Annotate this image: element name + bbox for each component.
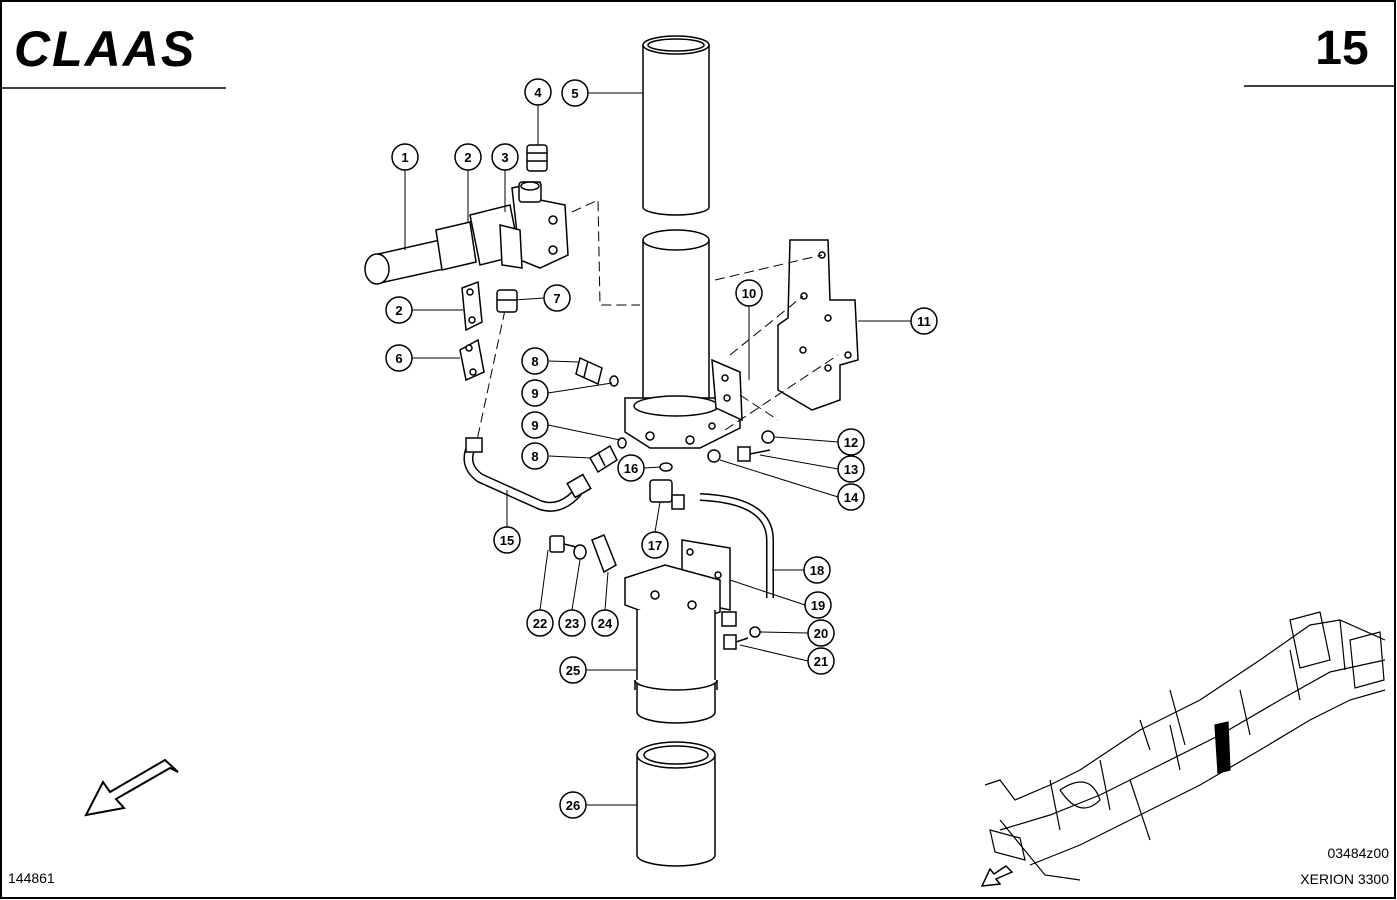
- plug-14: [707, 449, 721, 463]
- filter-26: [636, 741, 716, 867]
- svg-text:25: 25: [566, 663, 580, 678]
- sensor-17: [649, 479, 685, 510]
- svg-text:1: 1: [401, 150, 408, 165]
- svg-text:22: 22: [533, 616, 547, 631]
- callout-2[interactable]: 2: [454, 143, 482, 171]
- callout-leaders: [404, 92, 912, 806]
- svg-text:9: 9: [531, 418, 538, 433]
- svg-text:9: 9: [531, 386, 538, 401]
- svg-text:8: 8: [531, 354, 538, 369]
- callout-25[interactable]: 25: [559, 656, 587, 684]
- callout-12[interactable]: 12: [837, 428, 865, 456]
- gasket-2-lower: [461, 280, 483, 332]
- callout-10[interactable]: 10: [735, 279, 763, 307]
- svg-text:23: 23: [565, 616, 579, 631]
- brand-logo: CLAAS: [14, 21, 196, 77]
- callout-22[interactable]: 22: [526, 609, 554, 637]
- svg-text:19: 19: [811, 598, 825, 613]
- callout-19[interactable]: 19: [804, 591, 832, 619]
- callout-15[interactable]: 15: [493, 526, 521, 554]
- callout-16[interactable]: 16: [617, 454, 645, 482]
- bracket-10: [711, 358, 743, 422]
- filter-25: [634, 610, 718, 724]
- elbow-24: [591, 534, 617, 574]
- callout-1[interactable]: 1: [391, 143, 419, 171]
- mounting-plate-11: [777, 239, 859, 411]
- callout-11[interactable]: 11: [910, 307, 938, 335]
- svg-text:26: 26: [566, 798, 580, 813]
- callout-7[interactable]: 7: [543, 284, 571, 312]
- svg-text:6: 6: [395, 351, 402, 366]
- fitting-7: [496, 289, 518, 313]
- drawing-code: 03484z00: [1327, 845, 1389, 861]
- svg-text:14: 14: [844, 490, 859, 505]
- small-direction-arrow-icon: [980, 865, 1014, 887]
- o-ring-16: [659, 462, 673, 472]
- filter-housing: [642, 229, 710, 416]
- svg-text:4: 4: [534, 85, 542, 100]
- callout-3[interactable]: 3: [491, 143, 519, 171]
- gasket-6: [459, 338, 485, 382]
- plug-20: [721, 611, 761, 638]
- callout-14[interactable]: 14: [837, 483, 865, 511]
- callout-24[interactable]: 24: [591, 609, 619, 637]
- callout-23[interactable]: 23: [558, 609, 586, 637]
- doc-id: 144861: [8, 870, 55, 886]
- callout-17[interactable]: 17: [641, 531, 669, 559]
- svg-text:8: 8: [531, 449, 538, 464]
- svg-text:17: 17: [648, 538, 662, 553]
- callout-20[interactable]: 20: [807, 619, 835, 647]
- svg-text:18: 18: [810, 563, 824, 578]
- svg-text:20: 20: [814, 626, 828, 641]
- callout-6[interactable]: 6: [385, 344, 413, 372]
- callout-8b[interactable]: 8: [521, 442, 549, 470]
- svg-text:2: 2: [395, 303, 402, 318]
- callout-9b[interactable]: 9: [521, 411, 549, 439]
- locator-frame-view: [984, 611, 1386, 881]
- fitting-8-lower: [588, 444, 618, 474]
- bolt-13: [737, 446, 771, 462]
- bolt-21: [723, 634, 749, 650]
- callout-5[interactable]: 5: [561, 79, 589, 107]
- washer-12: [761, 430, 775, 444]
- svg-text:24: 24: [598, 616, 613, 631]
- washer-9-lower: [617, 437, 627, 449]
- filter-element-5: [642, 35, 710, 216]
- callout-18[interactable]: 18: [803, 556, 831, 584]
- svg-text:11: 11: [917, 314, 931, 329]
- callout-bubbles: 1 2 3 4 5 2 6 7 8 9 9 8 10 11 12 13 14 1…: [385, 78, 938, 819]
- svg-text:13: 13: [844, 462, 858, 477]
- pipe-assembly-1: [364, 181, 569, 285]
- svg-text:7: 7: [553, 291, 560, 306]
- svg-text:2: 2: [464, 150, 471, 165]
- fitting-8-upper: [575, 356, 603, 386]
- callout-4[interactable]: 4: [524, 78, 552, 106]
- hose-15: [463, 437, 592, 512]
- svg-text:10: 10: [742, 286, 756, 301]
- model-name: XERION 3300: [1300, 871, 1389, 887]
- callout-9[interactable]: 9: [521, 379, 549, 407]
- svg-text:12: 12: [844, 435, 858, 450]
- page-number: 15: [1315, 22, 1368, 75]
- svg-text:16: 16: [624, 461, 638, 476]
- assembly-leader-lines: [475, 199, 839, 446]
- callout-13[interactable]: 13: [837, 455, 865, 483]
- svg-text:5: 5: [571, 86, 578, 101]
- direction-arrow-icon: [84, 758, 179, 817]
- callout-8[interactable]: 8: [521, 347, 549, 375]
- seal-23: [573, 544, 587, 560]
- washer-9-upper: [609, 375, 619, 387]
- svg-text:3: 3: [501, 150, 508, 165]
- callout-26[interactable]: 26: [559, 791, 587, 819]
- callout-21[interactable]: 21: [807, 647, 835, 675]
- svg-text:21: 21: [814, 654, 828, 669]
- callout-2b[interactable]: 2: [385, 296, 413, 324]
- svg-text:15: 15: [500, 533, 514, 548]
- fitting-4: [526, 144, 548, 172]
